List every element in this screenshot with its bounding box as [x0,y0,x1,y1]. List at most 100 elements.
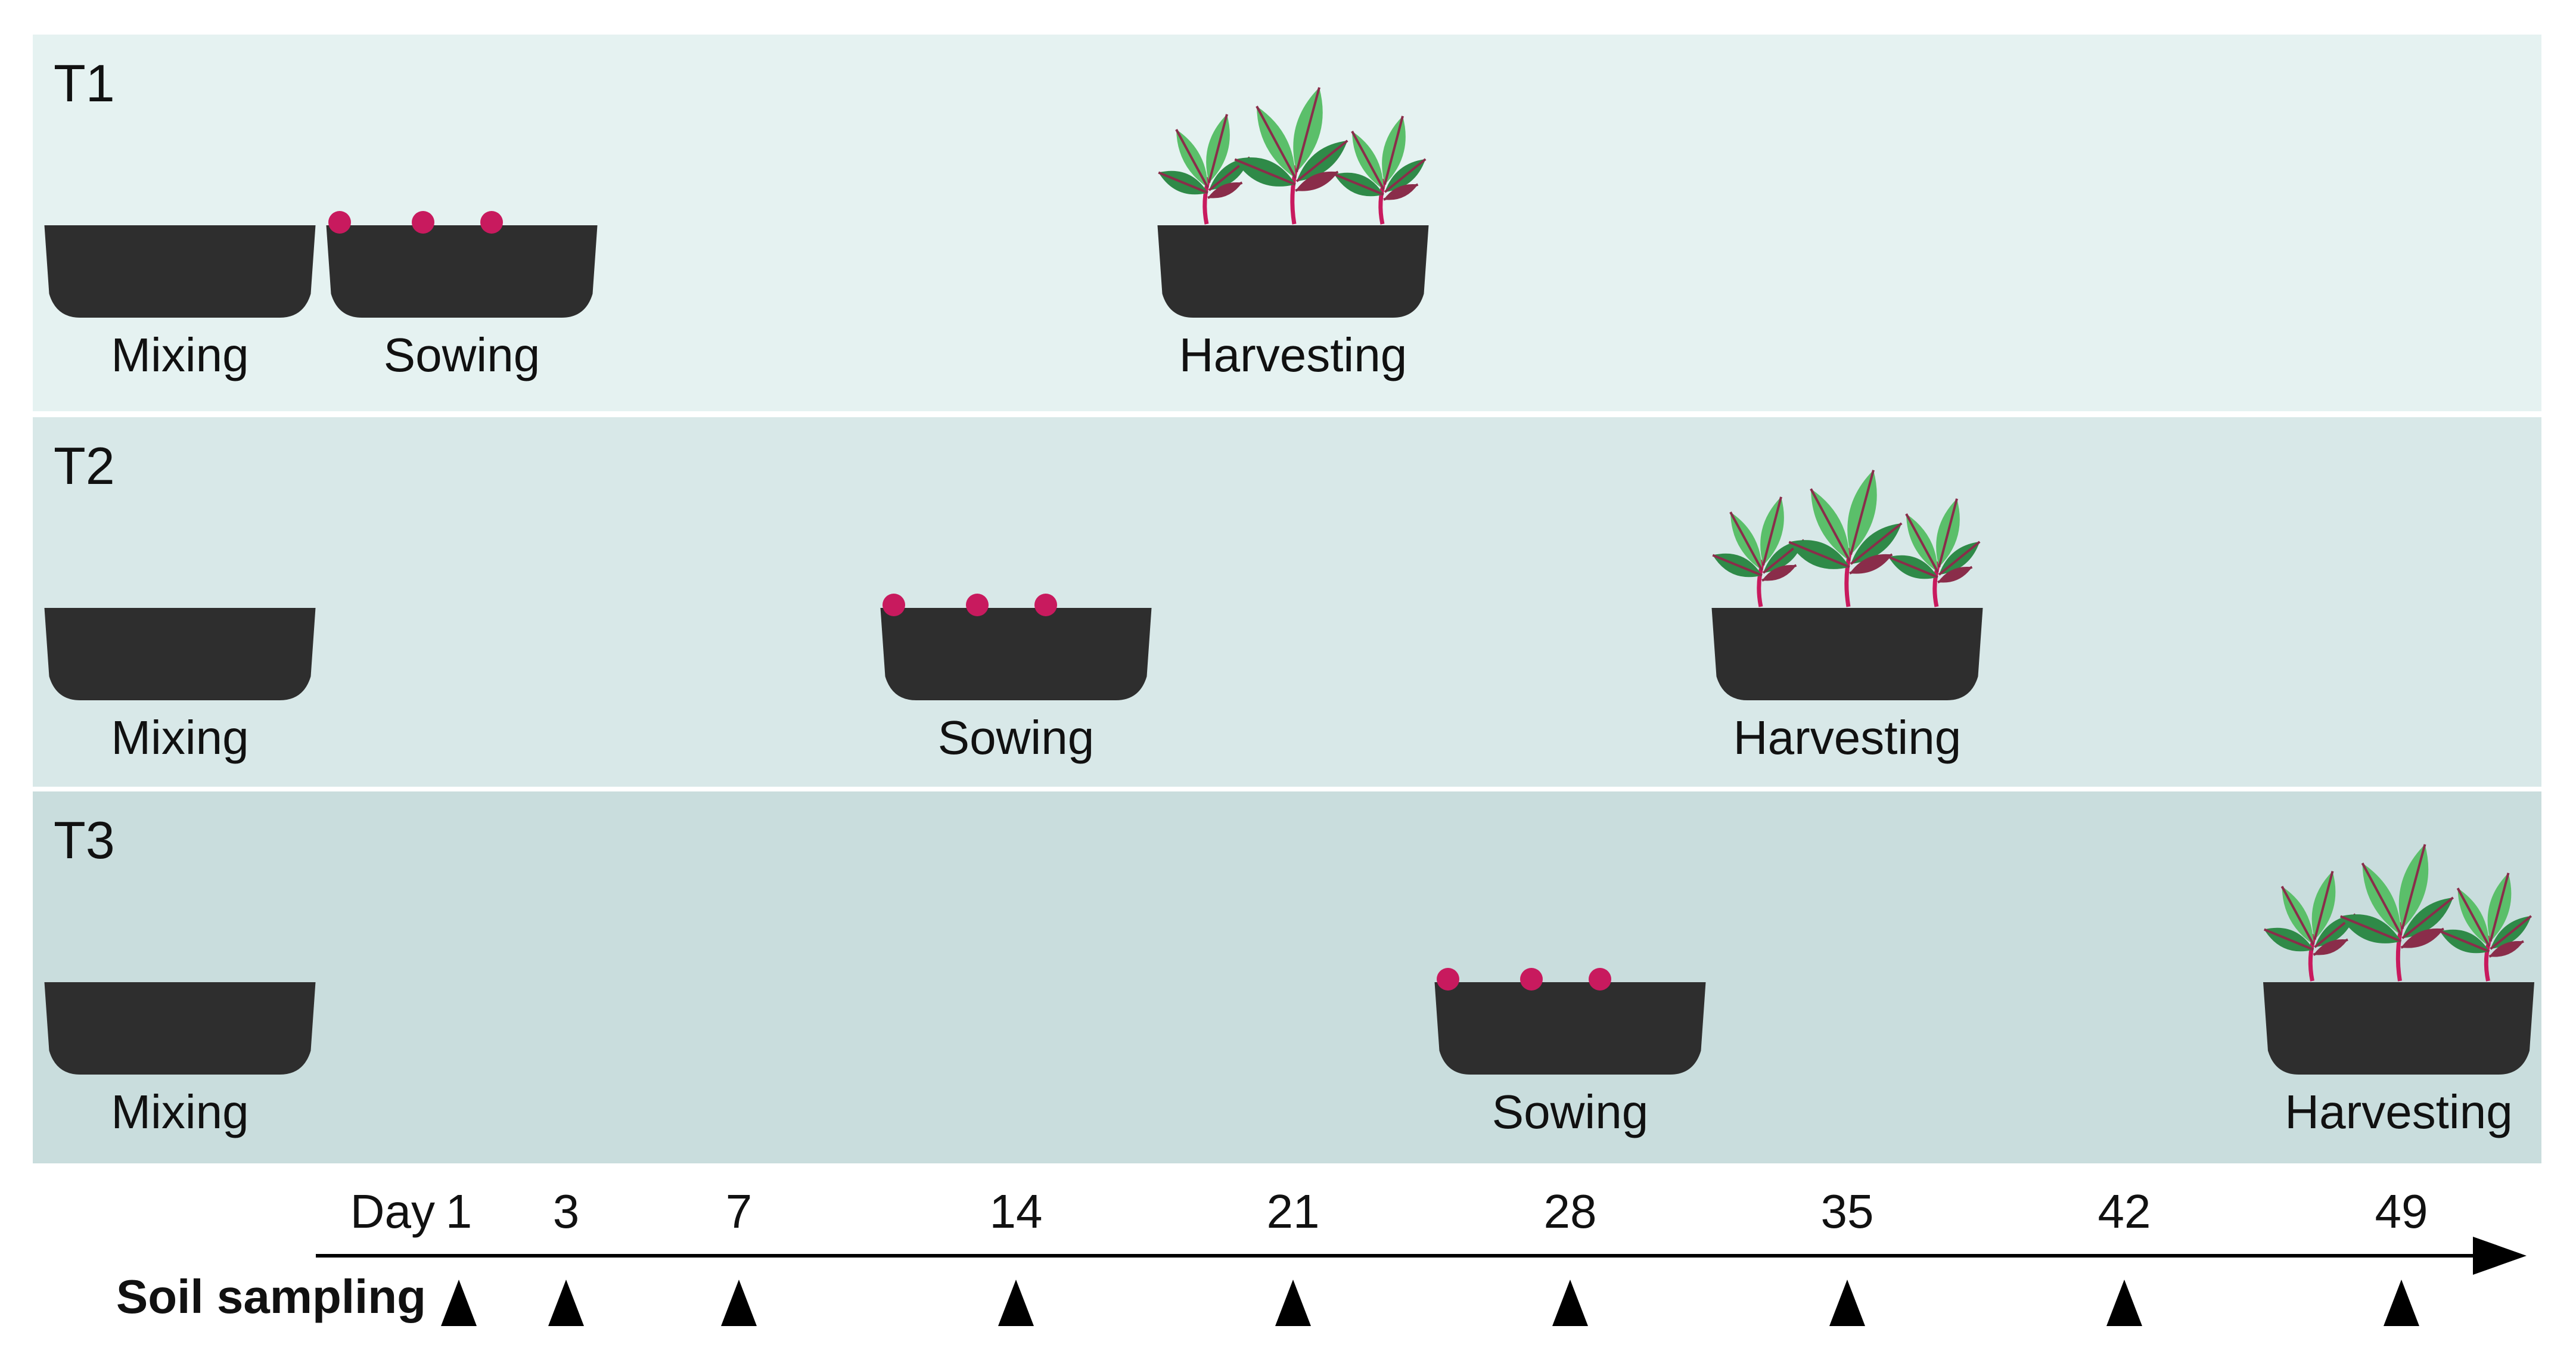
leaf-vein [2489,873,2510,942]
leaf-vein [1207,181,1243,199]
sampling-marker [1275,1280,1311,1326]
leaf-vein [2490,915,2533,950]
leaf-vein [1712,554,1763,577]
soil-tray [1157,225,1429,318]
seed-dot [1034,594,1057,616]
leaf-vein [1850,470,1875,555]
stage-sowing: Sowing [880,594,1152,764]
soil-sampling-label: Soil sampling [116,1270,426,1323]
leaf-vein [2313,871,2334,940]
leaf-vein [2280,886,2315,945]
leaf-vein [1208,114,1228,184]
leaf-vein [1850,522,1903,565]
stage-mixing: Mixing [44,982,316,1138]
stage-label: Mixing [111,1085,248,1138]
soil-tray [44,608,316,700]
leaf-vein [1937,566,1973,583]
stage-mixing: Mixing [44,225,316,381]
leaf-vein [1295,139,1348,182]
sampling-marker [548,1280,584,1326]
leaf-vein [1788,541,1850,569]
soil-tray [326,225,598,318]
leaf-vein [2361,862,2403,936]
leaf-vein [2313,938,2348,956]
seed-dot [966,594,989,616]
seed-dot [412,211,434,234]
leaf-vein [1295,87,1320,173]
stage-mixing: Mixing [44,608,316,764]
plant-stem [1378,178,1387,225]
leaf-vein [1234,158,1296,186]
leaf-vein [1810,488,1851,561]
plant-stem [2484,935,2493,982]
plant-stem [1290,165,1299,225]
stage-label: Sowing [1492,1085,1648,1138]
stage-harvesting: Harvesting [2263,844,2534,1138]
leaf-vein [2456,887,2491,947]
sampling-marker [441,1280,477,1326]
leaf-vein [1384,158,1427,193]
stage-sowing: Sowing [326,211,598,381]
day-tick-label: 3 [553,1185,580,1238]
leaf-vein [2401,844,2426,930]
day-tick-label: 7 [726,1185,753,1238]
treatment-band [33,35,2541,411]
sampling-marker [998,1280,1034,1326]
leaf-vein [1351,131,1385,190]
seed-dot [1520,968,1543,991]
leaf-vein [1938,541,1981,576]
sampling-marker [2106,1280,2142,1326]
leaf-vein [1888,555,1938,579]
plant-stem [1202,176,1211,225]
treatment-band [33,417,2541,787]
soil-tray [1711,608,1983,700]
day-tick-label: 35 [1821,1185,1874,1238]
treatment-band [33,791,2541,1163]
leaf-vein [2488,940,2524,958]
timeline-arrowhead [2473,1237,2527,1275]
plant-stem [1844,548,1853,607]
soil-tray [44,225,316,318]
leaf-vein [1334,173,1384,196]
day-prefix: Day [350,1185,435,1238]
day-tick-label: 21 [1267,1185,1320,1238]
day-tick-label: 28 [1544,1185,1597,1238]
plant-stem [2395,922,2404,982]
plant-stem [2308,933,2317,982]
treatment-label: T3 [54,811,115,870]
stage-label: Harvesting [2285,1085,2512,1138]
sampling-marker [721,1280,757,1326]
sampling-marker [2384,1280,2419,1326]
day-tick-label: 14 [990,1185,1043,1238]
soil-tray [2263,982,2534,1075]
leaf-vein [1849,553,1893,575]
leaf-vein [1383,183,1419,201]
leaf-vein [2439,930,2490,953]
leaf-vein [2339,915,2402,943]
stage-label: Mixing [111,711,248,764]
seed-dot [328,211,351,234]
soil-tray [44,982,316,1075]
stage-harvesting: Harvesting [1157,87,1429,381]
seed-dot [480,211,503,234]
leaf-vein [1384,116,1404,185]
stage-label: Harvesting [1733,711,1961,764]
sampling-marker [1829,1280,1865,1326]
leaf-vein [1175,129,1209,188]
plant-stem [1757,559,1766,607]
treatment-label: T1 [54,54,115,113]
leaf-vein [1729,511,1763,571]
leaf-vein [1256,105,1297,179]
plant-stem [1932,561,1941,607]
soil-tray [880,608,1152,700]
day-tick-label: 49 [2375,1185,2428,1238]
leaf-vein [1938,498,1958,568]
leaf-vein [1295,170,1339,192]
stage-label: Sowing [938,711,1094,764]
day-tick-label: 42 [2098,1185,2151,1238]
